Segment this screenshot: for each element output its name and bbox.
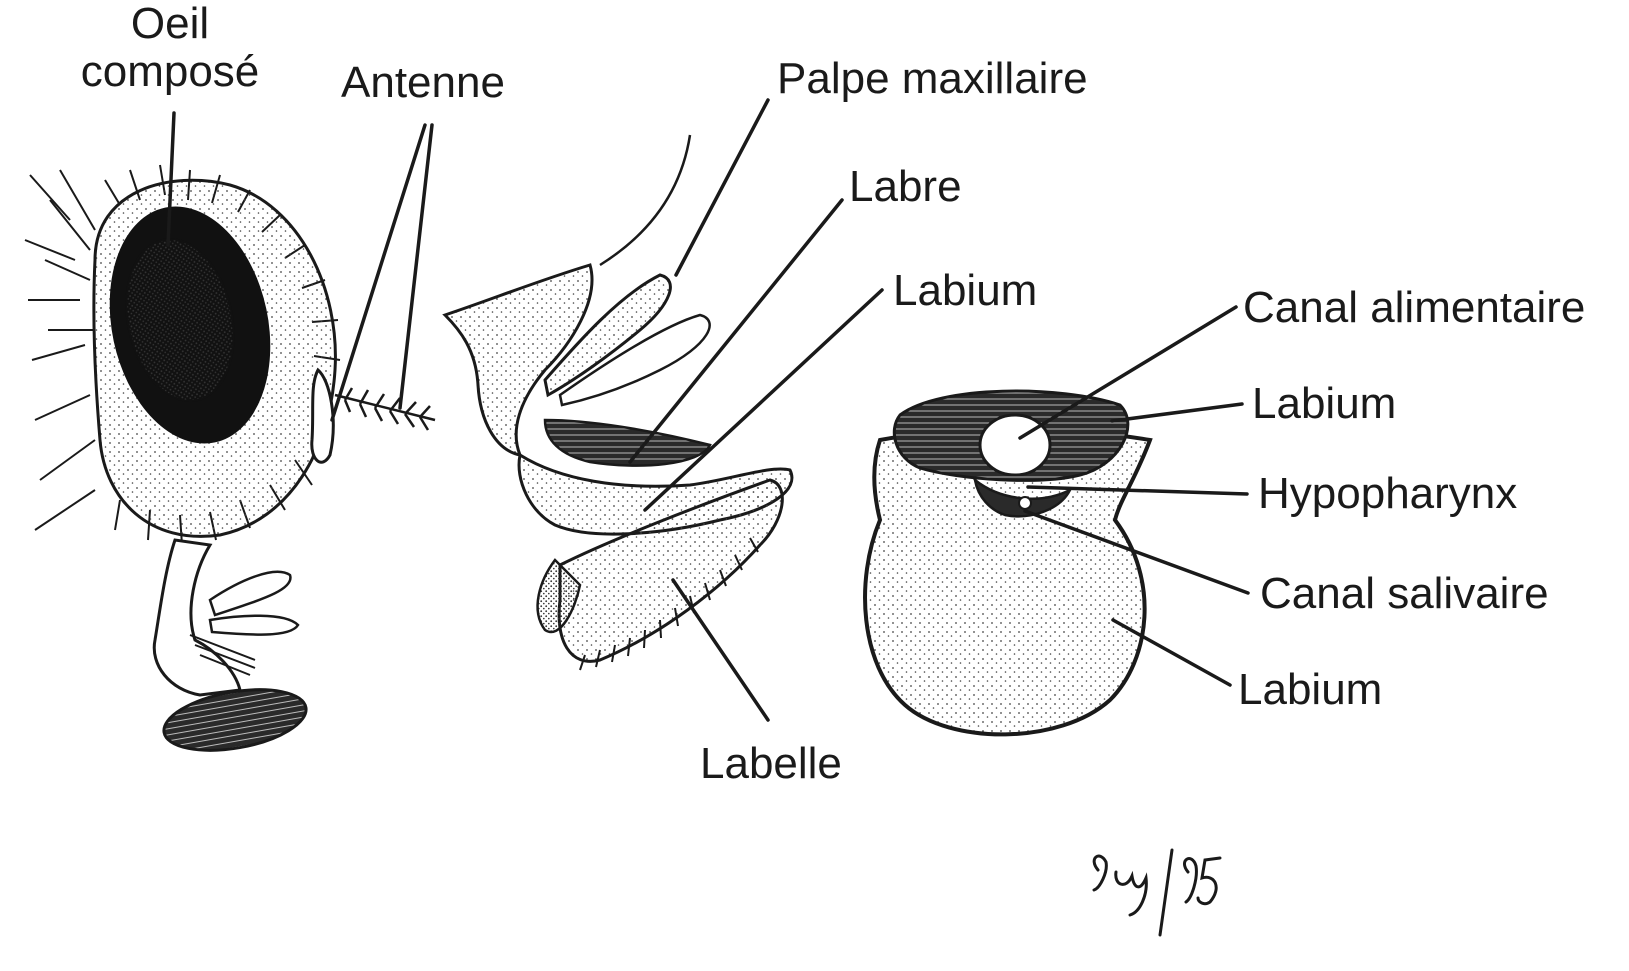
leader-labre	[628, 198, 844, 464]
antenna-arista	[334, 387, 436, 431]
leader-labium-section-top	[1110, 402, 1244, 423]
head-proboscis	[152, 538, 242, 697]
compound-eye-inner	[125, 238, 235, 402]
label-canal-alimentaire: Canal alimentaire	[1243, 283, 1586, 332]
leader-hypopharynx	[1026, 485, 1249, 496]
label-antenne: Antenne	[341, 58, 505, 107]
leader-antenne-2	[398, 123, 434, 410]
label-canal-salivaire: Canal salivaire	[1260, 569, 1549, 618]
labellum-pseudotracheae	[579, 537, 759, 671]
labrum	[543, 418, 712, 467]
label-palpe-maxillaire: Palpe maxillaire	[777, 54, 1088, 103]
antenna-segment	[310, 367, 335, 464]
leader-lines	[166, 98, 1250, 722]
mouthparts-outline-top	[599, 134, 692, 267]
head-labellum	[162, 688, 308, 752]
leader-palpe	[674, 98, 770, 277]
cross-section-salivary-canal	[1018, 496, 1032, 510]
leader-oeil	[166, 111, 176, 247]
maxillary-palp-2	[558, 313, 711, 407]
cross-section-food-canal	[978, 413, 1052, 477]
labellum-lateral	[557, 478, 784, 663]
fly-head-illustration	[24, 164, 436, 752]
leader-labium-section-bottom	[1111, 618, 1232, 687]
label-hypopharynx: Hypopharynx	[1258, 469, 1518, 518]
artist-signature	[1092, 848, 1222, 937]
labellum-lateral-lobe	[536, 558, 582, 634]
rostrum-base	[442, 263, 594, 458]
proboscis-cross-section	[863, 389, 1153, 737]
leader-canal-alimentaire	[1018, 305, 1238, 440]
label-labium-section-top: Labium	[1252, 379, 1397, 428]
label-labre: Labre	[849, 162, 962, 211]
leader-canal-salivaire	[1023, 509, 1250, 595]
label-labium-section-bottom: Labium	[1238, 665, 1383, 714]
cross-section-hypopharynx	[973, 476, 1073, 518]
head-proboscis-lines	[189, 634, 256, 676]
head-palp-1	[208, 570, 292, 617]
label-labium-top: Labium	[893, 266, 1038, 315]
leader-labium-top	[643, 288, 884, 512]
mouthparts-lateral-illustration	[442, 134, 794, 671]
maxillary-palp	[543, 273, 672, 398]
leader-antenne-1	[330, 123, 427, 422]
head-palp-2	[208, 614, 300, 636]
label-oeil-compose: Oeil composé	[80, 0, 260, 96]
leader-labelle	[671, 578, 770, 722]
label-labelle: Labelle	[700, 739, 842, 788]
